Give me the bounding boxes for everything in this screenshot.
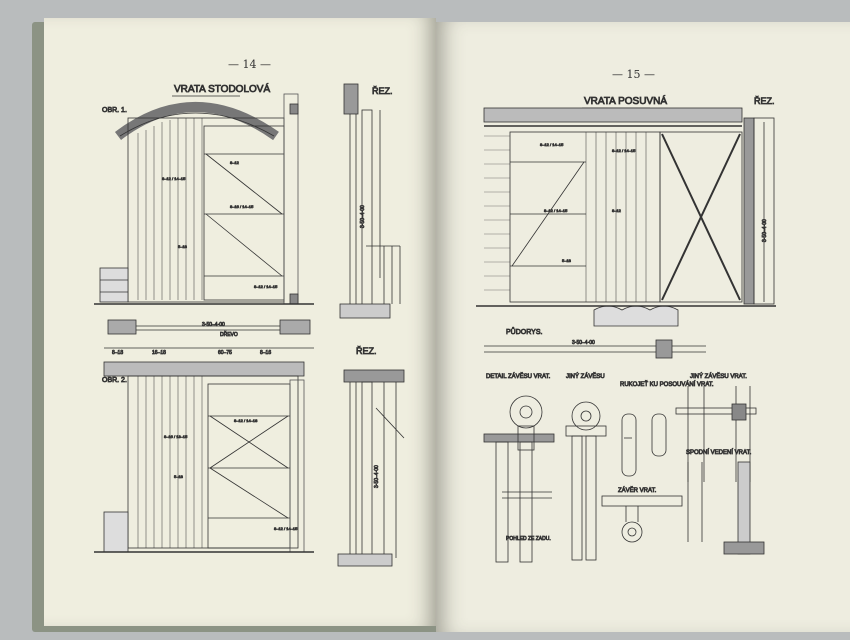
section2-label: ŘEZ.: [356, 346, 377, 356]
detail-bottom-guide: [687, 461, 765, 555]
section1-dim: 3·50–4·00: [360, 205, 366, 228]
section-label-top: ŘEZ.: [372, 86, 393, 96]
section-label-right: ŘEZ.: [754, 96, 775, 106]
fig1-label: OBR. 1.: [102, 107, 127, 114]
member-label-1: 8–12 / 14–15: [162, 176, 186, 181]
member-label-5: 8–12 / 14–15: [254, 284, 278, 289]
plan-dim-3: 16–18: [152, 350, 166, 356]
section2-dim: 3·50–4·00: [374, 465, 380, 488]
detail5-title: SPODNÍ VEDENÍ VRAT.: [686, 449, 752, 456]
plan-dim-1: 3·50–4·00: [202, 322, 225, 328]
plan-dim-4: 60–75: [218, 350, 232, 356]
detail4-title: JINÝ ZÁVĚSU VRAT.: [690, 372, 747, 380]
page-number-left: — 14 —: [228, 58, 271, 71]
detail1-title: DETAIL ZÁVĚSU VRAT.: [486, 372, 551, 380]
page-number-right: — 15 —: [612, 68, 655, 81]
plan-dim: 3·50–4·00: [572, 340, 595, 346]
member-label-2: 8–12: [230, 160, 240, 165]
barn-door-rectangular: [94, 361, 314, 553]
detail-hanger-2: [565, 401, 607, 561]
right-member-label-5: 8–12 / 14–15: [612, 148, 636, 153]
plan-dim-2: 8–18: [112, 350, 123, 356]
plan-strip: 3·50–4·00 DŘEVO 8–18 16–18 60–75 8–16: [104, 319, 314, 356]
member-label-3: 8–16 / 14–15: [230, 204, 254, 209]
sliding-door-elevation: 3·50–4·00: [476, 107, 776, 327]
member-label-7: 8–12 / 14–18: [234, 418, 258, 423]
right-member-label-4: 5–18: [562, 258, 572, 263]
plan-dim-5: 8–16: [260, 350, 271, 356]
left-page-drawings: VRATA STODOLOVÁ OBR. 1. ŘEZ.: [94, 82, 405, 567]
section-drawing-1: 3·50–4·00: [339, 83, 401, 319]
plan-label: DŘEVO: [220, 330, 238, 338]
member-label-4: 5–18: [178, 244, 188, 249]
detail6-title: ZÁVĚR VRAT.: [618, 486, 657, 494]
detail-latch: [601, 495, 683, 543]
detail-handle: [621, 413, 667, 477]
detail-hanger-1: [483, 395, 555, 563]
member-label-9: 8–12 / 14–15: [274, 526, 298, 531]
fig2-label: OBR. 2.: [102, 377, 127, 384]
right-member-label-1: 8–12 / 14–15: [540, 142, 564, 147]
detail3-title: RUKOJEŤ KU POSOUVÁNÍ VRAT.: [620, 380, 714, 388]
sliding-plan: 3·50–4·00: [484, 339, 706, 359]
right-page: — 15 — VRATA POSUVNÁ ŘEZ.: [436, 22, 850, 632]
left-page: — 14 — VRATA STODOLOVÁ OBR. 1. ŘEZ.: [44, 18, 436, 626]
detail-note: POHLED ZE ZADU.: [506, 536, 551, 542]
member-label-8: 5–18: [174, 474, 184, 479]
title-vrata-posuvna: VRATA POSUVNÁ: [584, 94, 667, 107]
member-label-6: 8–16 / 13–15: [164, 434, 188, 439]
section-drawing-2: 3·50–4·00: [337, 369, 405, 567]
right-page-drawings: VRATA POSUVNÁ ŘEZ.: [476, 94, 776, 563]
right-member-label-2: 8–12: [612, 208, 622, 213]
plan-title: PŮDORYS.: [506, 327, 542, 336]
right-member-label-3: 8–12 / 14–15: [544, 208, 568, 213]
detail2-title: JINÝ ZÁVĚSU: [566, 372, 605, 380]
barn-door-arched: [94, 93, 314, 305]
title-vrata-stodolova: VRATA STODOLOVÁ: [174, 82, 270, 95]
sliding-section-dim: 3·50–4·00: [762, 219, 768, 242]
